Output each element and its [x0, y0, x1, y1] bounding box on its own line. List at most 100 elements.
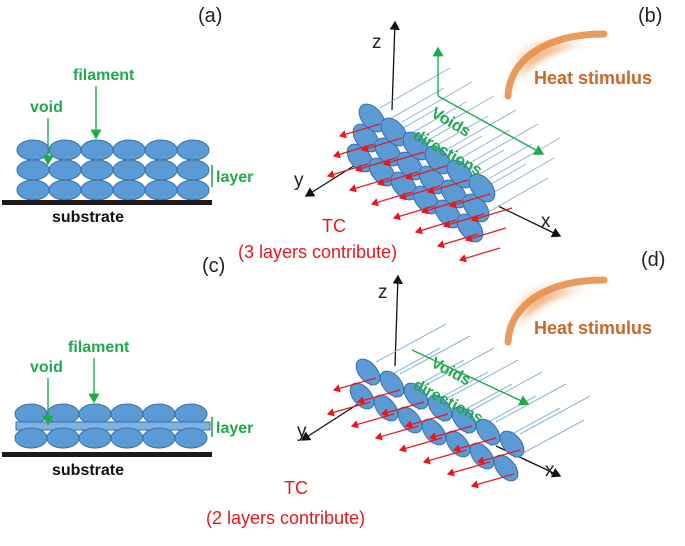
axis-arrow-icon	[392, 274, 403, 367]
panel-c-substrate-label: substrate	[52, 462, 124, 479]
filament-ellipse	[144, 139, 178, 161]
filament-ellipse	[78, 427, 112, 449]
filament-edge-line	[467, 123, 539, 165]
filament-ellipse	[174, 427, 208, 449]
tc-arrow-icon	[404, 413, 449, 429]
filament-ellipse	[176, 139, 210, 161]
filament-edge-line	[513, 419, 585, 459]
panel-c-void-label: void	[30, 359, 63, 376]
filament-ellipse	[110, 403, 144, 425]
tc-arrow-icon	[426, 179, 469, 195]
filament-edge-line	[445, 109, 517, 151]
tc-arrow-icon	[398, 185, 441, 201]
panel-d-voids-line1: Voids	[428, 355, 473, 390]
filament-edge-line	[495, 383, 567, 423]
panel-d-contribution: (2 layers contribute)	[206, 508, 365, 528]
tc-arrow-icon	[436, 233, 479, 249]
tc-arrow-icon	[452, 437, 497, 453]
panel-b-axis-y: y	[294, 170, 304, 191]
tc-arrow-icon	[420, 199, 463, 215]
panel-a-substrate-bar	[2, 200, 212, 205]
tc-arrow-icon	[382, 151, 425, 167]
panel-a-label: (a)	[198, 5, 222, 27]
panel-b-tc-label: TC	[322, 216, 346, 236]
panel-d: (d) Heat stimulus z y x Voids directions…	[206, 249, 665, 528]
tc-arrow-icon	[428, 425, 473, 441]
filament-edge-line	[483, 157, 555, 199]
panel-b-heat-label: Heat stimulus	[534, 68, 652, 88]
filament-ellipse	[16, 179, 50, 201]
panel-c-label: (c)	[202, 255, 225, 277]
panel-b-tc-arrows	[326, 123, 513, 263]
panel-b-axis-x: x	[541, 211, 551, 232]
filament-ellipse	[176, 179, 210, 201]
tc-arrow-icon	[332, 143, 375, 159]
filament-ellipse	[78, 403, 112, 425]
filament-edge-line	[423, 95, 495, 137]
filament-ellipse	[112, 179, 146, 201]
tc-arrow-icon	[348, 177, 391, 193]
panel-b-axis-z: z	[372, 32, 382, 53]
filament-ellipse	[112, 159, 146, 181]
filament-ellipse	[110, 427, 144, 449]
panel-d-tc-arrows	[326, 377, 521, 489]
panel-d-heat-label: Heat stimulus	[534, 318, 652, 338]
panel-c-filament-stack	[14, 403, 211, 449]
tc-arrow-icon	[326, 163, 369, 179]
interlayer-slab	[15, 421, 211, 431]
tc-arrow-icon	[380, 401, 425, 417]
filament-ellipse	[80, 159, 114, 181]
filament-edge-line	[471, 371, 543, 411]
filament-ellipse	[46, 427, 80, 449]
axis-arrow-icon	[304, 161, 361, 197]
tc-arrow-icon	[398, 437, 443, 453]
tc-arrow-icon	[446, 461, 491, 477]
filament-edge-line	[379, 67, 451, 109]
tc-arrow-icon	[458, 247, 501, 263]
filament-edge-line	[423, 347, 495, 387]
tc-arrow-icon	[374, 425, 419, 441]
panel-a-layer-label: layer	[216, 169, 253, 186]
tc-arrow-icon	[442, 213, 485, 229]
axis-arrow-icon	[300, 403, 359, 441]
panel-a-substrate-label: substrate	[52, 209, 124, 226]
panel-b-voids-arrow-diag	[437, 95, 545, 155]
filament-ellipse	[80, 139, 114, 161]
filament-ellipse	[48, 139, 82, 161]
panel-b-contribution: (3 layers contribute)	[238, 242, 397, 262]
tc-arrow-icon	[422, 449, 467, 465]
filament-ellipse	[46, 403, 80, 425]
filament-edge-line	[375, 323, 447, 363]
tc-arrow-icon	[350, 413, 395, 429]
filament-ellipse	[142, 403, 176, 425]
panel-c: (c) substrate filament void layer	[2, 255, 253, 479]
tc-arrow-icon	[470, 473, 515, 489]
filament-edge-line	[489, 137, 561, 179]
panel-a: (a) substrate filament void layer	[2, 5, 253, 226]
panel-d-tc-label: TC	[284, 478, 308, 498]
filament-ellipse	[14, 427, 48, 449]
tc-arrow-icon	[470, 207, 513, 223]
tc-arrow-icon	[326, 401, 371, 417]
filament-ellipse	[176, 159, 210, 181]
filament-ellipse	[112, 139, 146, 161]
tc-arrow-icon	[392, 205, 435, 221]
tc-arrow-icon	[354, 157, 397, 173]
tc-arrow-icon	[376, 171, 419, 187]
filament-ellipse	[16, 139, 50, 161]
panel-b-label: (b)	[638, 5, 662, 27]
filament-ellipse	[142, 427, 176, 449]
tc-arrow-icon	[448, 193, 491, 209]
filament-ellipse	[16, 159, 50, 181]
tc-arrow-icon	[464, 227, 507, 243]
panel-a-filament-stack	[16, 139, 210, 201]
filament-ellipse	[144, 179, 178, 201]
tc-arrow-icon	[360, 137, 403, 153]
tc-arrow-icon	[476, 449, 521, 465]
filament-ellipse	[80, 179, 114, 201]
axis-arrow-icon	[389, 20, 400, 111]
filament-edge-line	[519, 395, 591, 435]
heat-arc-core-icon	[504, 276, 608, 346]
filament-ellipse	[174, 403, 208, 425]
